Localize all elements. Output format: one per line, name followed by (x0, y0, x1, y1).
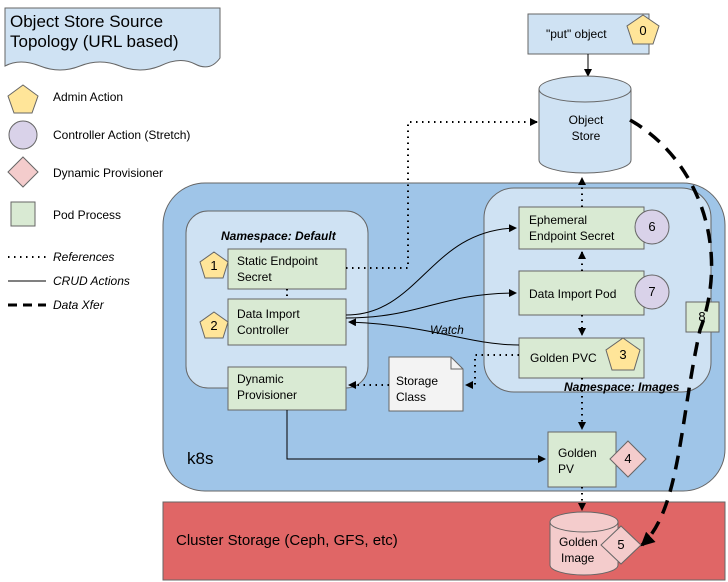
storage-class-label-1: Storage (396, 374, 439, 388)
object-store-top (538, 75, 632, 103)
static-secret-label-1: Static Endpoint (237, 254, 318, 268)
put-object-box (527, 13, 650, 55)
golden-image-cylinder (549, 522, 619, 576)
legend-admin-pentagon (7, 84, 39, 114)
put-object-label: "put" object (546, 27, 607, 41)
legend-admin-label: Admin Action (53, 90, 124, 104)
num-2-pentagon (199, 311, 229, 339)
num-1-pentagon (199, 251, 229, 279)
watch-label: Watch (430, 323, 464, 337)
golden-image-top (549, 511, 619, 533)
provisioner-label-2: Provisioner (237, 388, 298, 402)
ref-static-to-store (346, 118, 538, 269)
k8s-label: k8s (187, 449, 214, 468)
num-0-pentagon (626, 14, 660, 45)
ephemeral-label-1: Ephemeral (529, 213, 588, 227)
legend-pod-label: Pod Process (53, 208, 122, 222)
storage-class-label-2: Class (396, 390, 427, 404)
crud-provisioner-to-pv (286, 410, 546, 463)
num-5-diamond (600, 525, 642, 565)
legend-references-label: References (53, 250, 115, 264)
object-store-cylinder (538, 89, 632, 174)
golden-image-label-1: Golden (559, 535, 598, 549)
num-1-label: 1 (210, 258, 218, 273)
num-8-label: 8 (698, 309, 706, 324)
num-3-label: 3 (619, 347, 627, 362)
legend-xfer-label: Data Xfer (53, 298, 104, 312)
legend-pod-square (10, 201, 36, 227)
object-store-label-2: Store (571, 129, 601, 143)
provisioner-label-1: Dynamic (237, 372, 284, 386)
golden-pv-box (547, 431, 617, 488)
namespace-images-title: Namespace: Images (564, 380, 680, 394)
title-box (4, 7, 221, 71)
legend-provisioner-diamond (7, 156, 39, 188)
data-import-controller-box (227, 298, 347, 346)
legend-controller-circle (8, 120, 38, 150)
controller-label-1: Data Import (237, 307, 300, 321)
golden-pv-label-1: Golden (558, 446, 597, 460)
storage-class-doc (388, 356, 464, 412)
golden-pv-label-2: PV (558, 462, 575, 476)
num-4-diamond (609, 440, 647, 478)
ref-pvc-to-storageclass (465, 354, 519, 389)
legend-provisioner-label: Dynamic Provisioner (53, 166, 164, 180)
storage-class-fold (450, 357, 463, 370)
static-secret-label-2: Secret (237, 270, 272, 284)
data-xfer-line (629, 118, 714, 547)
num-6-circle (634, 209, 670, 245)
num-4-label: 4 (624, 451, 632, 466)
num-3-pentagon (605, 337, 641, 371)
static-endpoint-secret-box (227, 248, 347, 290)
diagram-title: Object Store Source Topology (URL based) (10, 12, 179, 51)
ephemeral-secret-box (518, 206, 645, 250)
num-7-label: 7 (648, 284, 656, 299)
crud-controller-to-ephemeral (345, 224, 517, 316)
legend-crud-label: CRUD Actions (53, 274, 130, 288)
controller-label-2: Controller (237, 323, 290, 337)
watch-pvc-to-controller (348, 318, 520, 346)
num-5-label: 5 (617, 537, 625, 552)
legend-controller-label: Controller Action (Stretch) (53, 128, 191, 142)
num-7-circle (634, 274, 670, 310)
golden-pvc-label: Golden PVC (530, 351, 597, 365)
object-store-label-1: Object (568, 113, 604, 127)
num-0-label: 0 (639, 23, 647, 38)
namespace-default-title: Namespace: Default (221, 229, 336, 243)
golden-image-label-2: Image (561, 551, 595, 565)
num-6-label: 6 (648, 219, 656, 234)
cluster-storage-label: Cluster Storage (Ceph, GFS, etc) (176, 532, 398, 549)
num-2-label: 2 (210, 318, 218, 333)
data-import-pod-label: Data Import Pod (529, 287, 617, 301)
ephemeral-label-2: Endpoint Secret (529, 229, 615, 243)
crud-controller-to-pod (345, 289, 517, 319)
